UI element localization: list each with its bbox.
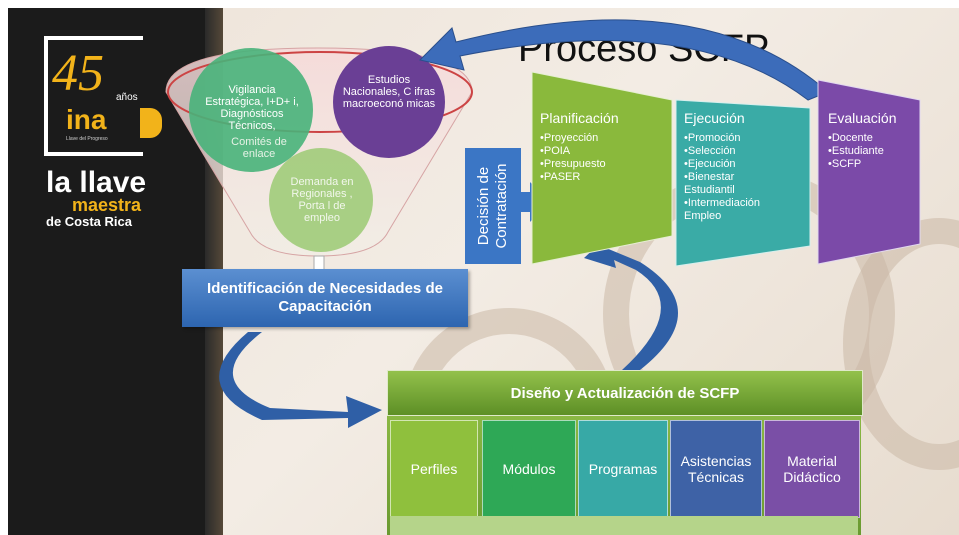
slogan-line2: maestra: [72, 195, 142, 215]
component-label: Programas: [588, 461, 658, 477]
decision-label: Decisión de Contratación: [475, 163, 510, 249]
funnel-neck: [313, 255, 325, 271]
component-perfiles: Perfiles: [390, 420, 478, 518]
ejecucion-title: Ejecución: [684, 110, 745, 126]
ident-to-design-arrow: [219, 332, 382, 428]
vigilancia-text: Vigilancia Estratégica, I+D+ i, Diagnóst…: [205, 84, 299, 132]
component-label: Perfiles: [410, 461, 458, 477]
list-item: Selección: [684, 145, 784, 158]
identificacion-label: Identificación de Necesidades de Capacit…: [207, 280, 443, 315]
list-item: POIA: [540, 145, 606, 158]
component-footer: [390, 516, 858, 535]
slogan-line3: de Costa Rica: [46, 214, 132, 229]
slogan-line1: la llave: [46, 166, 147, 199]
evaluacion-title: Evaluación: [828, 110, 897, 126]
list-item: PASER: [540, 171, 606, 184]
comites-text: Comités de enlace: [231, 136, 287, 160]
estudios-bubble: [333, 46, 445, 158]
identificacion-box: Identificación de Necesidades de Capacit…: [182, 269, 468, 327]
planificacion-list: Proyección POIA Presupuesto PASER: [540, 132, 606, 184]
decision-box: Decisión de Contratación: [465, 148, 521, 264]
component-programas: Programas: [578, 420, 668, 518]
list-item: SCFP: [828, 158, 884, 171]
ejecucion-list: Promoción Selección Ejecución Bienestar …: [684, 132, 784, 223]
key-icon: [140, 108, 162, 138]
logo-years: años: [116, 92, 138, 103]
list-item: Proyección: [540, 132, 606, 145]
planificacion-title: Planificación: [540, 110, 619, 126]
vigilancia-bubble: [189, 48, 313, 172]
diseno-label: Diseño y Actualización de SCFP: [510, 384, 740, 402]
diseno-header: Diseño y Actualización de SCFP: [387, 370, 863, 416]
logo-number: 45: [52, 45, 104, 102]
component-material: Material Didáctico: [764, 420, 860, 518]
logo-tagline: Llave del Progreso: [66, 136, 108, 142]
component-modulos: Módulos: [482, 420, 576, 518]
funnel-rim: [167, 51, 473, 133]
design-to-plan-arrow: [584, 234, 678, 370]
demanda-bubble: [269, 148, 373, 252]
list-item: Presupuesto: [540, 158, 606, 171]
demanda-text: Demanda en Regionales , Porta l de emple…: [290, 176, 354, 224]
feedback-arrow: [419, 19, 829, 101]
logo-frame: [44, 36, 143, 156]
component-label: Asistencias Técnicas: [680, 453, 752, 485]
list-item: Docente: [828, 132, 884, 145]
component-label: Módulos: [502, 461, 556, 477]
list-item: Estudiante: [828, 145, 884, 158]
evaluacion-shape: [817, 79, 921, 265]
component-asistencias: Asistencias Técnicas: [670, 420, 762, 518]
estudios-text: Estudios Nacionales, C ifras macroeconó …: [342, 74, 436, 110]
component-label: Material Didáctico: [783, 453, 841, 485]
list-item: Promoción: [684, 132, 784, 145]
evaluacion-list: Docente Estudiante SCFP: [828, 132, 884, 171]
logo-brand: ina: [66, 104, 107, 135]
list-item: Intermediación Empleo: [684, 197, 784, 223]
list-item: Bienestar Estudiantil: [684, 171, 784, 197]
list-item: Ejecución: [684, 158, 784, 171]
